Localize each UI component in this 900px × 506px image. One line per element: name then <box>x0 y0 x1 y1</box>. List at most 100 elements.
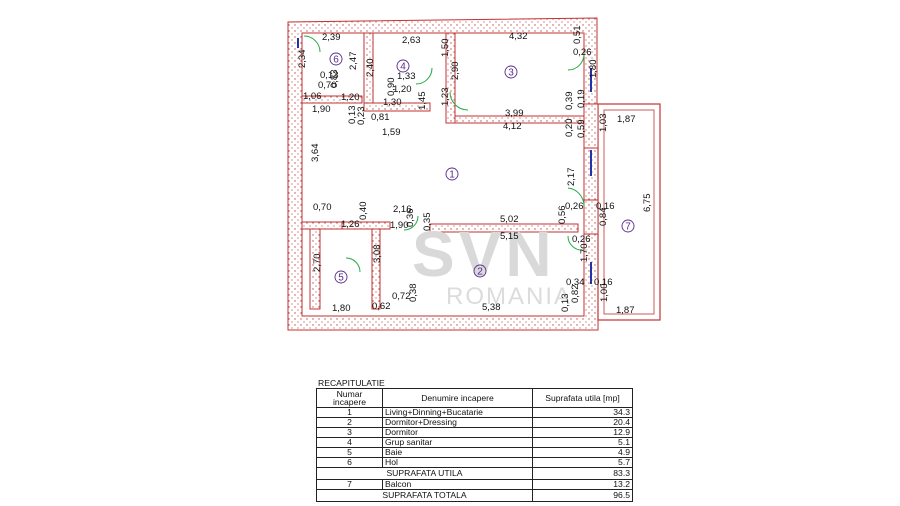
dimension-label: 3,99 <box>505 108 524 119</box>
room-number-circle <box>473 264 487 278</box>
dimension-label: 1,03 <box>598 114 609 133</box>
dimension-label: 0,13 <box>347 106 358 125</box>
dimension-label: 0,26 <box>573 47 592 58</box>
room-number-circle <box>329 52 343 66</box>
dimension-label: 1,45 <box>417 92 428 111</box>
dimension-label: 1,90 <box>390 220 409 231</box>
dimension-label: 0,23 <box>356 107 367 126</box>
header-name: Denumire incapere <box>382 388 533 408</box>
room-number-text: 3 <box>508 68 514 79</box>
dimension-label: 0,82 <box>570 285 581 304</box>
dimension-label: 1,30 <box>383 97 402 108</box>
room-number-circle <box>504 65 518 79</box>
dimension-label: 2,90 <box>450 62 461 81</box>
dimension-label: 0,13 <box>320 70 339 81</box>
dimension-label: 1,80 <box>588 60 599 79</box>
room-number-4: 4 <box>396 59 410 73</box>
recap-header-row: Numar incapere Denumire incapere Suprafa… <box>316 388 633 408</box>
dimension-label: 0,90 <box>386 78 397 97</box>
dimension-label: 0,40 <box>358 202 369 221</box>
dimension-label: 0,26 <box>565 201 584 212</box>
dimension-label: 1,87 <box>617 114 636 125</box>
dimension-label: 3,64 <box>310 144 321 163</box>
dimension-label: 1,33 <box>397 71 416 82</box>
dimension-label: 0,13 <box>560 294 571 313</box>
dimension-label: 1,70 <box>579 244 590 263</box>
dimension-label: 0,36 <box>405 209 416 228</box>
room-number-1: 1 <box>445 167 459 181</box>
room-number-text: 4 <box>400 62 406 73</box>
recap-table-block: RECAPITULATIE Numar incapere Denumire in… <box>316 378 634 502</box>
room-number-text: 5 <box>338 273 344 284</box>
dimension-label: 0,81 <box>371 112 390 123</box>
dimension-label: 1,90 <box>312 104 331 115</box>
header-area: Suprafata utila [mp] <box>532 388 633 408</box>
recap-title: RECAPITULATIE <box>318 378 385 388</box>
header-nr: Numar incapere <box>316 388 383 408</box>
room-number-6: 6 <box>329 52 343 66</box>
dimension-label: 3,08 <box>372 245 383 264</box>
dimension-label: 0,35 <box>422 213 433 232</box>
dimension-label: 1,26 <box>341 219 360 230</box>
dimension-label: 0,34 <box>566 277 585 288</box>
dimension-label: 0,20 <box>564 119 575 138</box>
dimension-label: 0,70 <box>313 202 332 213</box>
room-number-text: 6 <box>333 55 339 66</box>
dimension-label: 0,62 <box>372 301 391 312</box>
dimension-label: 0,39 <box>564 92 575 111</box>
dimension-label: 0,26 <box>572 234 591 245</box>
watermark: SVN ROMANIA <box>412 218 570 310</box>
room-number-circle <box>334 270 348 284</box>
dimension-label: 5,02 <box>500 214 519 225</box>
room-number-circle <box>445 167 459 181</box>
dimension-label: 0,16 <box>594 277 613 288</box>
room-number-circle <box>621 219 635 233</box>
dimension-label: 0,72 <box>392 291 411 302</box>
room-number-2: 2 <box>473 264 487 278</box>
dimension-label: 0,84 <box>598 208 609 227</box>
dimension-label: 2,47 <box>348 52 359 71</box>
dimension-label: 6,75 <box>642 194 653 213</box>
dimension-label: 5,15 <box>500 231 519 242</box>
svg-text:SVN: SVN <box>412 218 556 290</box>
room-number-text: 1 <box>449 170 455 181</box>
room-number-circle <box>396 59 410 73</box>
room-number-labels: 1 2 3 4 5 6 7 <box>329 52 635 284</box>
door-swings <box>303 35 585 273</box>
recap-table: Numar incapere Denumire incapere Suprafa… <box>316 388 633 502</box>
balcony-inner <box>603 109 655 315</box>
interior-walls <box>301 32 599 310</box>
dimension-label: 0,38 <box>408 284 419 303</box>
dimension-label: 5,38 <box>482 302 501 313</box>
dimension-label: 2,34 <box>297 50 308 69</box>
room-number-5: 5 <box>334 270 348 284</box>
room-number-7: 7 <box>621 219 635 233</box>
dimension-label: 2,63 <box>402 35 421 46</box>
dimension-label: 2,70 <box>312 254 323 273</box>
dimension-label: 1,80 <box>332 303 351 314</box>
dimension-label: 2,40 <box>365 59 376 78</box>
dimension-label: 1,06 <box>303 91 322 102</box>
dimension-label: 1,87 <box>616 305 635 316</box>
room-number-text: 2 <box>477 267 483 278</box>
dimension-label: 1,00 <box>599 284 610 303</box>
dimension-label: 0,19 <box>576 90 587 109</box>
dimension-label: 2,17 <box>566 168 577 187</box>
dimension-label: 1,20 <box>393 84 412 95</box>
dimension-label: 1,59 <box>382 127 401 138</box>
dimension-label: 0,70 <box>318 80 337 91</box>
dimension-label: 2,39 <box>322 32 341 43</box>
dimension-label: 0,56 <box>557 206 568 225</box>
dimension-label: 0,16 <box>596 201 615 212</box>
